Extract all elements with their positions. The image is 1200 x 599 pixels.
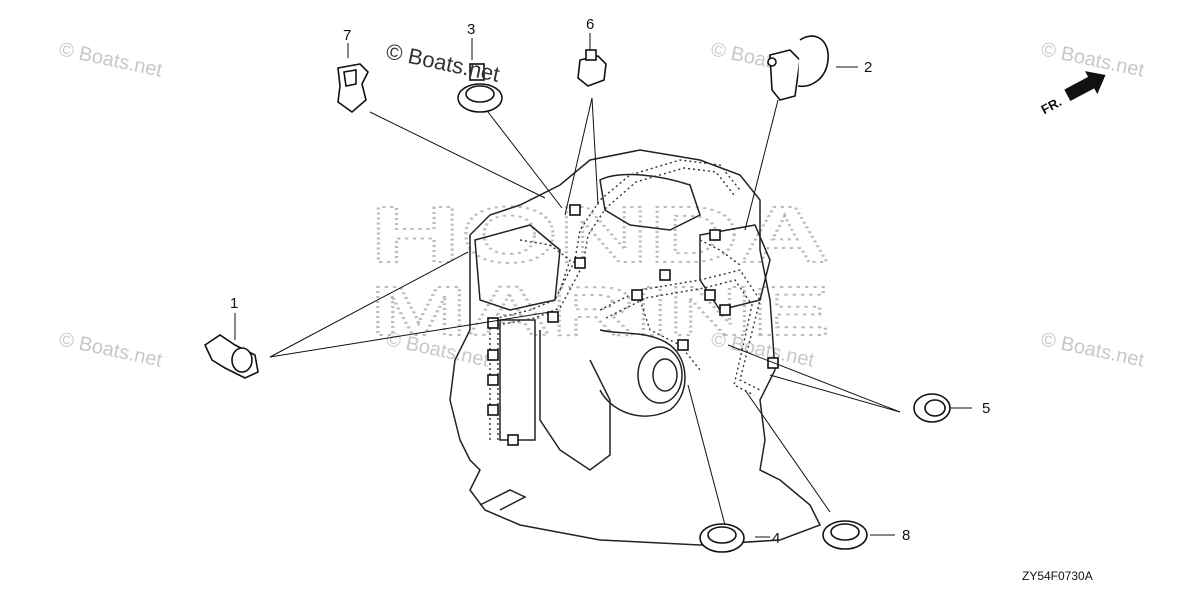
callout-8: 8 <box>902 527 910 544</box>
part-6-clip <box>577 49 607 87</box>
brand-line-1: HONDA <box>370 190 830 279</box>
front-label: FR. <box>1038 94 1064 117</box>
callout-7: 7 <box>343 27 351 44</box>
callout-2: 2 <box>864 59 872 76</box>
diagram-code: ZY54F0730A <box>1022 569 1093 583</box>
part-4-band <box>699 523 745 553</box>
part-8-band <box>822 520 868 550</box>
part-5-band <box>913 393 951 423</box>
callout-1: 1 <box>230 295 238 312</box>
watermark-mid-left: © Boats.net <box>57 328 165 371</box>
watermark-main: © Boats.net <box>384 38 502 86</box>
callout-6: 6 <box>586 16 594 33</box>
harness-clips <box>487 204 779 446</box>
part-3-band-clip <box>457 63 503 113</box>
part-7-clip <box>337 63 369 114</box>
callout-numbers: 1 2 3 4 5 6 7 8 <box>230 16 990 547</box>
callout-3: 3 <box>467 21 475 38</box>
part-1-clip <box>203 334 259 379</box>
leader-lines <box>234 33 972 538</box>
wiring-harness <box>489 159 761 440</box>
engine-outline <box>449 149 822 546</box>
brand-line-2: MARINE <box>370 272 830 350</box>
watermark-far-right: © Boats.net <box>1039 328 1147 371</box>
front-direction-indicator: FR. <box>1038 71 1106 117</box>
watermark-top-left: © Boats.net <box>57 38 165 81</box>
front-arrow-icon <box>1064 71 1106 102</box>
part-2-clamp <box>767 35 829 101</box>
callout-5: 5 <box>982 400 990 417</box>
brand-background: HONDA MARINE <box>369 189 831 351</box>
callout-4: 4 <box>772 530 780 547</box>
